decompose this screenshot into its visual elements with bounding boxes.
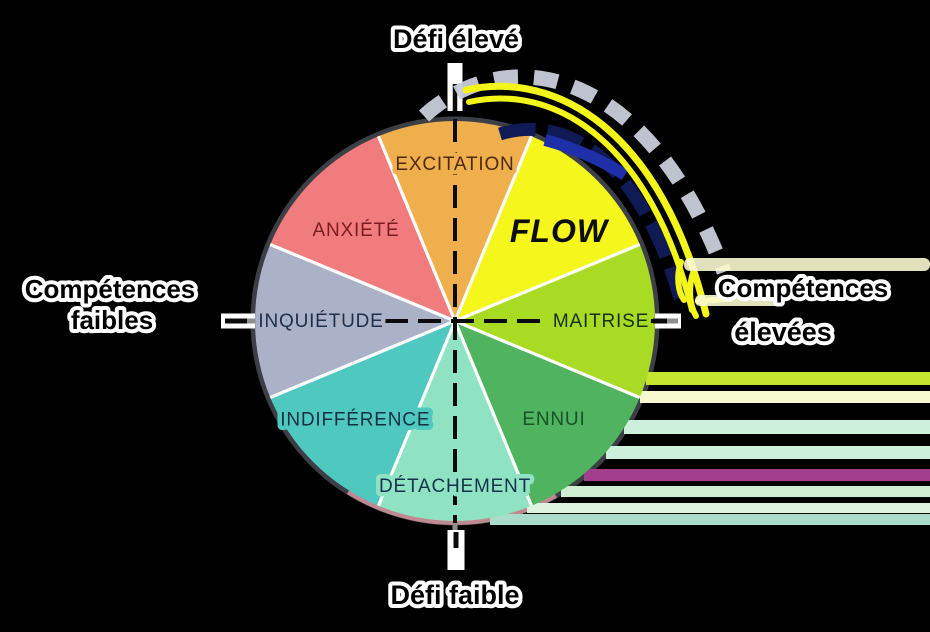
axis-title-right-line1: Compétences [718, 273, 889, 303]
wedge-boundary [269, 319, 456, 400]
glitch-stripe-4 [584, 469, 930, 481]
wedge-label-anxiete: ANXIÉTÉ [313, 220, 400, 241]
glitch-stripe-0 [646, 372, 930, 385]
wedge-label-inquietude: INQUIÉTUDE [258, 311, 383, 332]
wedge-boundary [376, 135, 457, 322]
blue-arc-segment [543, 134, 629, 181]
wedge-label-flow: FLOW [510, 213, 610, 249]
wedge-label-ennui: ENNUI [522, 409, 585, 430]
glitch-stripe-1 [640, 391, 930, 403]
axis-title-left-line1: Compétences [25, 274, 196, 304]
axis-title-bottom: Défi faible [390, 580, 519, 610]
wedge-boundary [453, 135, 534, 322]
gray-dashed-arc [418, 69, 732, 275]
wedge-label-maitrise: MAITRISE [553, 311, 649, 332]
wedge-label-detachement: DÉTACHEMENT [379, 476, 531, 497]
glitch-stripe-2 [624, 420, 930, 434]
glitch-stripe-5 [561, 486, 930, 497]
wedge-flow [455, 136, 640, 321]
yellow-arc-outer [462, 82, 710, 318]
yellow-arc-inner [466, 95, 695, 313]
wedge-boundary [376, 320, 457, 507]
yellow-squiggle-1 [675, 259, 687, 303]
wedge-ennui [455, 321, 640, 506]
yellow-squiggle-2 [687, 267, 699, 319]
pale-highlight-stripe-2 [695, 295, 780, 306]
glitch-stripe-3 [606, 446, 930, 459]
wedge-indifference [270, 321, 455, 506]
wedge-boundary [453, 320, 534, 507]
wedge-label-excitation: EXCITATION [395, 154, 514, 175]
axis-title-top: Défi élevé [393, 24, 519, 54]
wedge-label-indifference: INDIFFÉRENCE [280, 410, 430, 431]
wedge-boundary [454, 319, 641, 400]
wedge-boundary [269, 242, 456, 323]
wedge-anxiete [270, 136, 455, 321]
glitch-stripe-6 [527, 503, 930, 513]
axis-title-left-line2: faibles [71, 305, 153, 335]
axis-title-right-line2: élevées [734, 317, 832, 347]
glitch-stripe-7 [490, 514, 930, 525]
wedge-boundary [454, 242, 641, 323]
pale-highlight-stripe-1 [684, 258, 930, 271]
